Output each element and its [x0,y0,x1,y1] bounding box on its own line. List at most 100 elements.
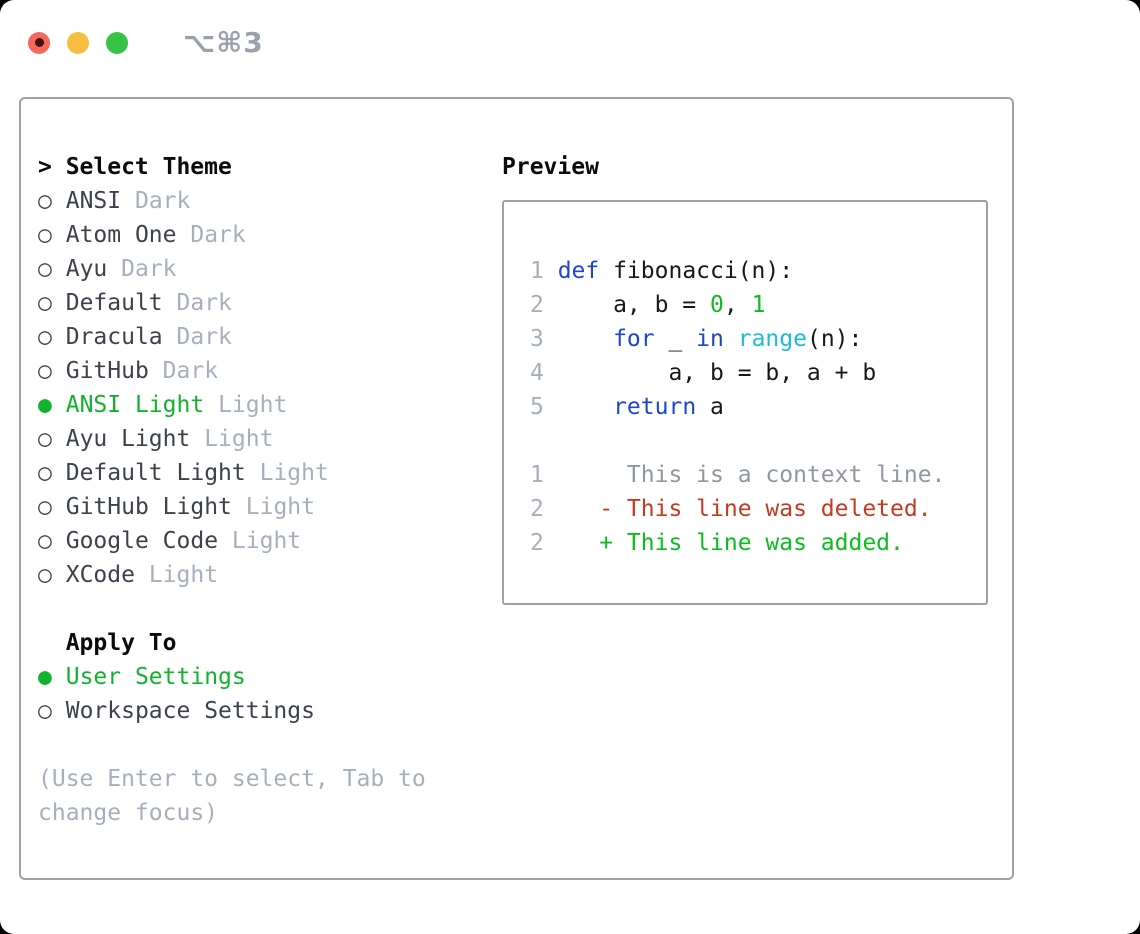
code-token-ctx: This is a context line. [557,462,946,488]
line-number: 1 [530,258,544,284]
line-number: 2 [530,530,544,556]
theme-name: GitHub [65,358,149,384]
radio-selected-icon: ● [38,664,52,690]
theme-item-atom-one[interactable]: ○ Atom One Dark [38,218,502,252]
preview-heading: Preview [502,154,599,180]
apply-to-list: ● User Settings○ Workspace Settings [38,660,502,728]
theme-variant-tag: Dark [162,358,219,384]
theme-name: ANSI [65,188,122,214]
minimize-button[interactable] [67,31,89,54]
line-number: 2 [530,292,544,318]
radio-unselected-icon: ○ [38,494,52,520]
theme-variant-tag: Light [259,460,329,486]
line-number: 2 [530,496,544,522]
theme-variant-tag: Dark [190,222,246,248]
code-token-num: 1 [751,292,766,318]
line-number: 1 [530,462,544,488]
radio-unselected-icon: ○ [38,256,52,282]
theme-item-ansi-light[interactable]: ● ANSI Light Light [38,388,502,422]
theme-name: Default Light [65,460,246,486]
code-token-tx: a, b = b, a + b [557,360,877,386]
apply-option-label: Workspace Settings [65,698,315,724]
radio-unselected-icon: ○ [38,188,52,214]
theme-item-default-light[interactable]: ○ Default Light Light [38,456,502,490]
theme-variant-tag: Light [204,426,274,452]
theme-item-ansi[interactable]: ○ ANSI Dark [38,184,502,218]
theme-variant-tag: Light [245,494,315,520]
window-shortcut-label: ⌥⌘3 [183,26,264,59]
code-token-tx [724,326,738,352]
apply-option-user-settings[interactable]: ● User Settings [38,660,502,694]
theme-name: Google Code [65,528,219,554]
line-number: 3 [530,326,544,352]
theme-item-google-code[interactable]: ○ Google Code Light [38,524,502,558]
preview-code-line: 3 for _ in range(n): [530,322,986,356]
theme-item-ayu-light[interactable]: ○ Ayu Light Light [38,422,502,456]
theme-variant-tag: Light [148,562,219,588]
theme-item-dracula[interactable]: ○ Dracula Dark [38,320,502,354]
preview-code-line: 1 def fibonacci(n): [530,254,986,288]
preview-code-line: 4 a, b = b, a + b [530,356,986,390]
spacer [38,592,502,626]
code-token-kw: return [613,394,697,420]
theme-list: ○ ANSI Dark○ Atom One Dark○ Ayu Dark○ De… [38,184,502,592]
radio-unselected-icon: ○ [38,358,52,384]
code-token-tx: (n): [806,326,863,352]
code-token-tx: , [723,292,752,318]
preview-code-line: 5 return a [530,390,986,424]
spacer [38,728,502,762]
close-button[interactable] [28,31,50,54]
theme-item-default[interactable]: ○ Default Dark [38,286,502,320]
theme-variant-tag: Dark [176,290,232,316]
radio-unselected-icon: ○ [38,426,52,452]
theme-name: XCode [65,562,135,588]
code-token-tx: a, b = [557,292,711,318]
code-token-del: - This line was deleted. [557,496,932,522]
code-token-tx: fibonacci(n): [599,258,794,284]
apply-option-workspace-settings[interactable]: ○ Workspace Settings [38,694,502,728]
theme-name: Dracula [65,324,163,350]
preview-blank-line [530,424,986,458]
code-token-tx: a [696,394,724,420]
theme-item-xcode[interactable]: ○ XCode Light [38,558,502,592]
preview-code-line: 2 - This line was deleted. [530,492,986,526]
theme-variant-tag: Light [231,528,302,554]
zoom-button[interactable] [106,31,128,54]
theme-item-github[interactable]: ○ GitHub Dark [38,354,502,388]
theme-variant-tag: Dark [134,188,191,214]
unsaved-indicator-dot [34,38,44,47]
theme-name: GitHub Light [65,494,232,520]
code-token-kw: def [557,258,600,284]
theme-name: Ayu [65,256,108,282]
code-token-num: 0 [710,292,724,318]
preview-code-line: 2 a, b = 0, 1 [530,288,986,322]
radio-unselected-icon: ○ [38,528,52,554]
help-text-line: (Use Enter to select, Tab to [38,766,426,792]
titlebar: ⌥⌘3 [28,26,264,59]
radio-unselected-icon: ○ [38,562,52,588]
theme-picker-panel: >Select Theme ○ ANSI Dark○ Atom One Dark… [19,97,1014,880]
radio-unselected-icon: ○ [38,290,52,316]
theme-variant-tag: Light [218,392,288,418]
apply-to-heading: Apply To [65,630,177,656]
line-number: 4 [530,360,544,386]
theme-variant-tag: Dark [176,324,232,350]
code-token-add: + This line was added. [557,530,904,556]
theme-item-github-light[interactable]: ○ GitHub Light Light [38,490,502,524]
line-number: 5 [530,394,544,420]
theme-name: ANSI Light [65,392,205,418]
theme-name: Ayu Light [65,426,191,452]
theme-item-ayu[interactable]: ○ Ayu Dark [38,252,502,286]
radio-unselected-icon: ○ [38,460,52,486]
code-token-tx [558,394,613,420]
theme-name: Atom One [65,222,177,248]
code-token-kw: for [613,326,655,352]
code-token-fn: range [737,326,807,352]
theme-name: Default [65,290,163,316]
radio-unselected-icon: ○ [38,222,52,248]
radio-unselected-icon: ○ [38,324,52,350]
